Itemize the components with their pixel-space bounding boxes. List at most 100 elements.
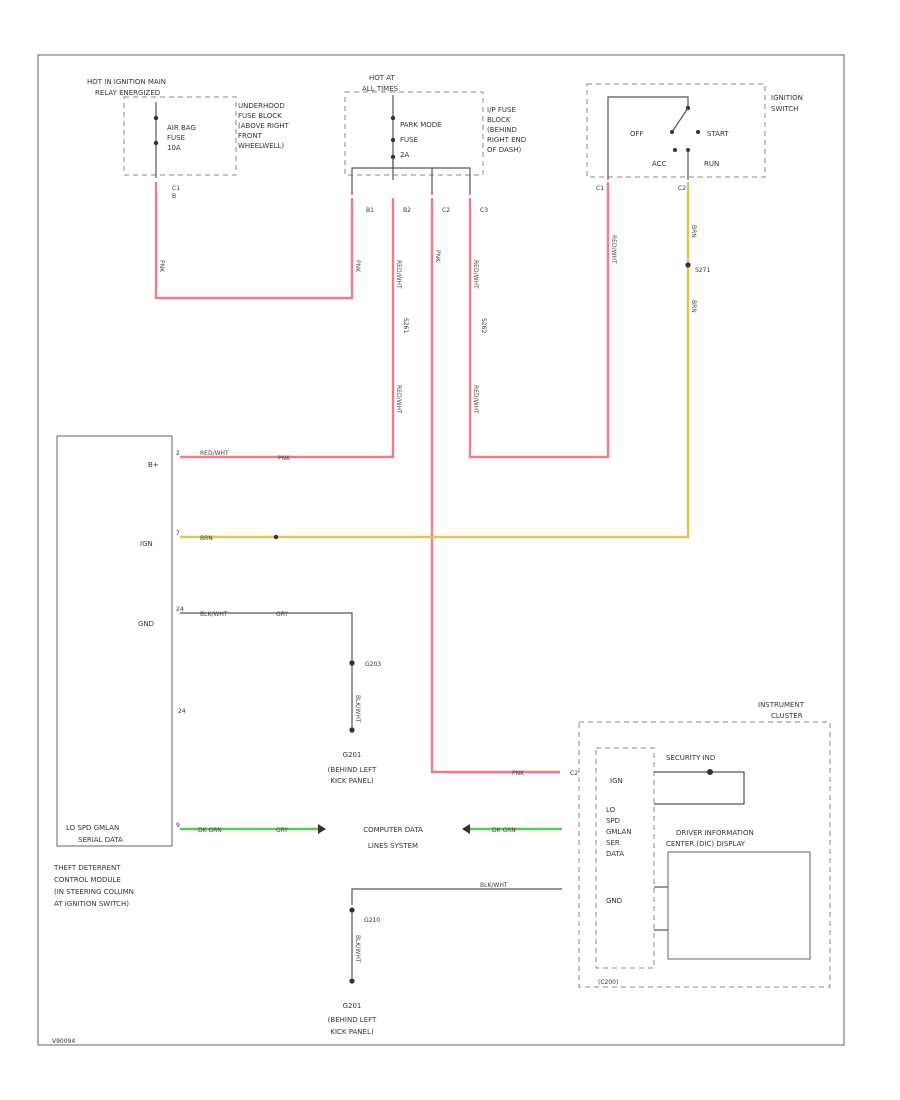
wire-color-label: RED/WHT [395, 385, 402, 414]
switch-contact [673, 148, 677, 152]
security-led-icon [707, 769, 713, 775]
data-arrow-icon [462, 824, 470, 834]
computer-data-label-2: LINES SYSTEM [368, 842, 418, 850]
splice-label: S261 [402, 318, 409, 333]
tdm-name-2: CONTROL MODULE [54, 876, 121, 884]
tdm-pin-bplus: B+ [148, 461, 159, 469]
splice-label: G203 [365, 661, 381, 668]
wire-color-label: RED/WHT [395, 260, 402, 289]
wire-color-label: RED/WHT [200, 450, 229, 457]
underhood-label-5: WHEELWELL) [238, 142, 284, 150]
ground-cluster-label-1: G201 [343, 1002, 362, 1010]
pin-label: C2 [442, 207, 450, 214]
wire-redwht-bplus [180, 198, 395, 459]
ground-node [349, 727, 355, 733]
ground-cluster-label-2: (BEHIND LEFT [328, 1016, 377, 1024]
wire-brn-ign [180, 182, 690, 539]
cluster-pin-no: C2 [570, 770, 578, 777]
wire-color-label: PNK [434, 250, 441, 263]
splice-label: G210 [364, 917, 380, 924]
tdm-box [56, 435, 173, 847]
wire-blkwht-cluster-gnd [351, 888, 562, 905]
underhood-label-4: FRONT [238, 132, 263, 140]
ip-fuse-label-4: RIGHT END [487, 136, 526, 144]
ip-fuse-label-5: OF DASH) [487, 146, 522, 154]
pin-label: C1 [596, 185, 604, 192]
wire-color-label: BLK/WHT [480, 882, 508, 889]
switch-contact [670, 130, 674, 134]
cluster-pin-data-4: SER [606, 839, 620, 847]
cluster-title-1: INSTRUMENT [758, 701, 805, 709]
wire-color-label: RED/WHT [472, 260, 479, 289]
switch-feed-wire [607, 96, 689, 180]
wire-color-label: BRN [690, 300, 697, 313]
dic-label-1: DRIVER INFORMATION [676, 829, 754, 837]
fuse-node [390, 137, 396, 143]
wire-redwht-ignition [468, 182, 610, 459]
wire-color-label: DK GRN [198, 827, 222, 834]
wire-color-label: PNK [512, 770, 525, 777]
ip-fuse-box [344, 91, 484, 176]
switch-acc-label: ACC [652, 160, 667, 168]
theft-deterrent-module: B+ IGN GND 24 LO SPD GMLAN SERIAL DATA 2… [53, 435, 186, 908]
ip-fuse-block: HOT AT ALL TIMES PARK MODE FUSE 2A I/P F… [344, 74, 526, 214]
switch-run-label: RUN [704, 160, 719, 168]
wire-color-label: GRY [276, 611, 288, 618]
ground-tdm-label-3: KICK PANEL) [330, 777, 373, 785]
wire-color-label: GRY [276, 827, 288, 834]
park-fuse-label-1: PARK MODE [400, 121, 442, 129]
tdm-pin-24: 24 [178, 708, 186, 715]
switch-blade [671, 107, 689, 133]
wire-blkwht-gnd [180, 612, 353, 668]
cluster-title-2: CLUSTER [771, 712, 803, 720]
ground-tdm-label-1: G201 [343, 751, 362, 759]
tdm-name-3: (IN STEERING COLUMN [54, 888, 134, 896]
pin-label: B2 [403, 207, 411, 214]
splice-label: S271 [695, 267, 710, 274]
tdm-name-4: AT IGNITION SWITCH) [54, 900, 129, 908]
wire-color-label: BLK/WHT [354, 695, 361, 723]
ip-fuse-label-2: BLOCK [487, 116, 511, 124]
switch-contact [696, 130, 700, 134]
tdm-pin-no: 2 [176, 450, 180, 457]
tdm-pin-no: 9 [176, 822, 180, 829]
security-ind-wire [654, 771, 745, 805]
tdm-pin-serial-2: SERIAL DATA [78, 836, 123, 844]
splice-dot [349, 907, 355, 913]
internal-wire [432, 167, 471, 195]
diagram-frame [37, 54, 845, 1046]
wire-color-label: PNK [158, 260, 165, 273]
fuse-node [153, 140, 159, 146]
cluster-pin-data-3: GMLAN [606, 828, 632, 836]
wire-color-label: BRN [200, 535, 213, 542]
wire-color-label: PNK [278, 455, 291, 462]
ip-fuse-label-1: I/P FUSE [487, 106, 516, 114]
wire-color-label: RED/WHT [472, 385, 479, 414]
fuse-node [153, 115, 159, 121]
cluster-pin-gnd: GND [606, 897, 622, 905]
cluster-pin-data-2: SPD [606, 817, 620, 825]
ignition-switch-box [586, 83, 766, 178]
ignition-switch-label-1: IGNITION [771, 94, 803, 102]
park-fuse-label-2: FUSE [400, 136, 418, 144]
cluster-pin-data-1: LO [606, 806, 616, 814]
hot-ign-label-1: HOT IN IGNITION MAIN [87, 78, 166, 86]
pin-label: C3 [480, 207, 488, 214]
cluster-pin-ign: IGN [610, 777, 623, 785]
internal-wire [393, 167, 433, 195]
underhood-label-3: (ABOVE RIGHT [238, 122, 290, 130]
wire-pnk-airbag-loop [154, 182, 354, 300]
tdm-pin-ign: IGN [140, 540, 153, 548]
airbag-fuse-label-3: 10A [167, 144, 181, 152]
hot-ign-label-2: RELAY ENERGIZED [95, 89, 160, 97]
airbag-fuse-label-1: AIR BAG [167, 124, 196, 132]
splice-label: S262 [480, 318, 487, 333]
tdm-pin-gnd: GND [138, 620, 154, 628]
pin-label: C2 [678, 185, 686, 192]
tdm-pin-serial-1: LO SPD GMLAN [66, 824, 119, 832]
switch-off-label: OFF [630, 130, 644, 138]
splice-dot [349, 660, 355, 666]
park-fuse-label-3: 2A [400, 151, 409, 159]
underhood-label-2: FUSE BLOCK [238, 112, 282, 120]
